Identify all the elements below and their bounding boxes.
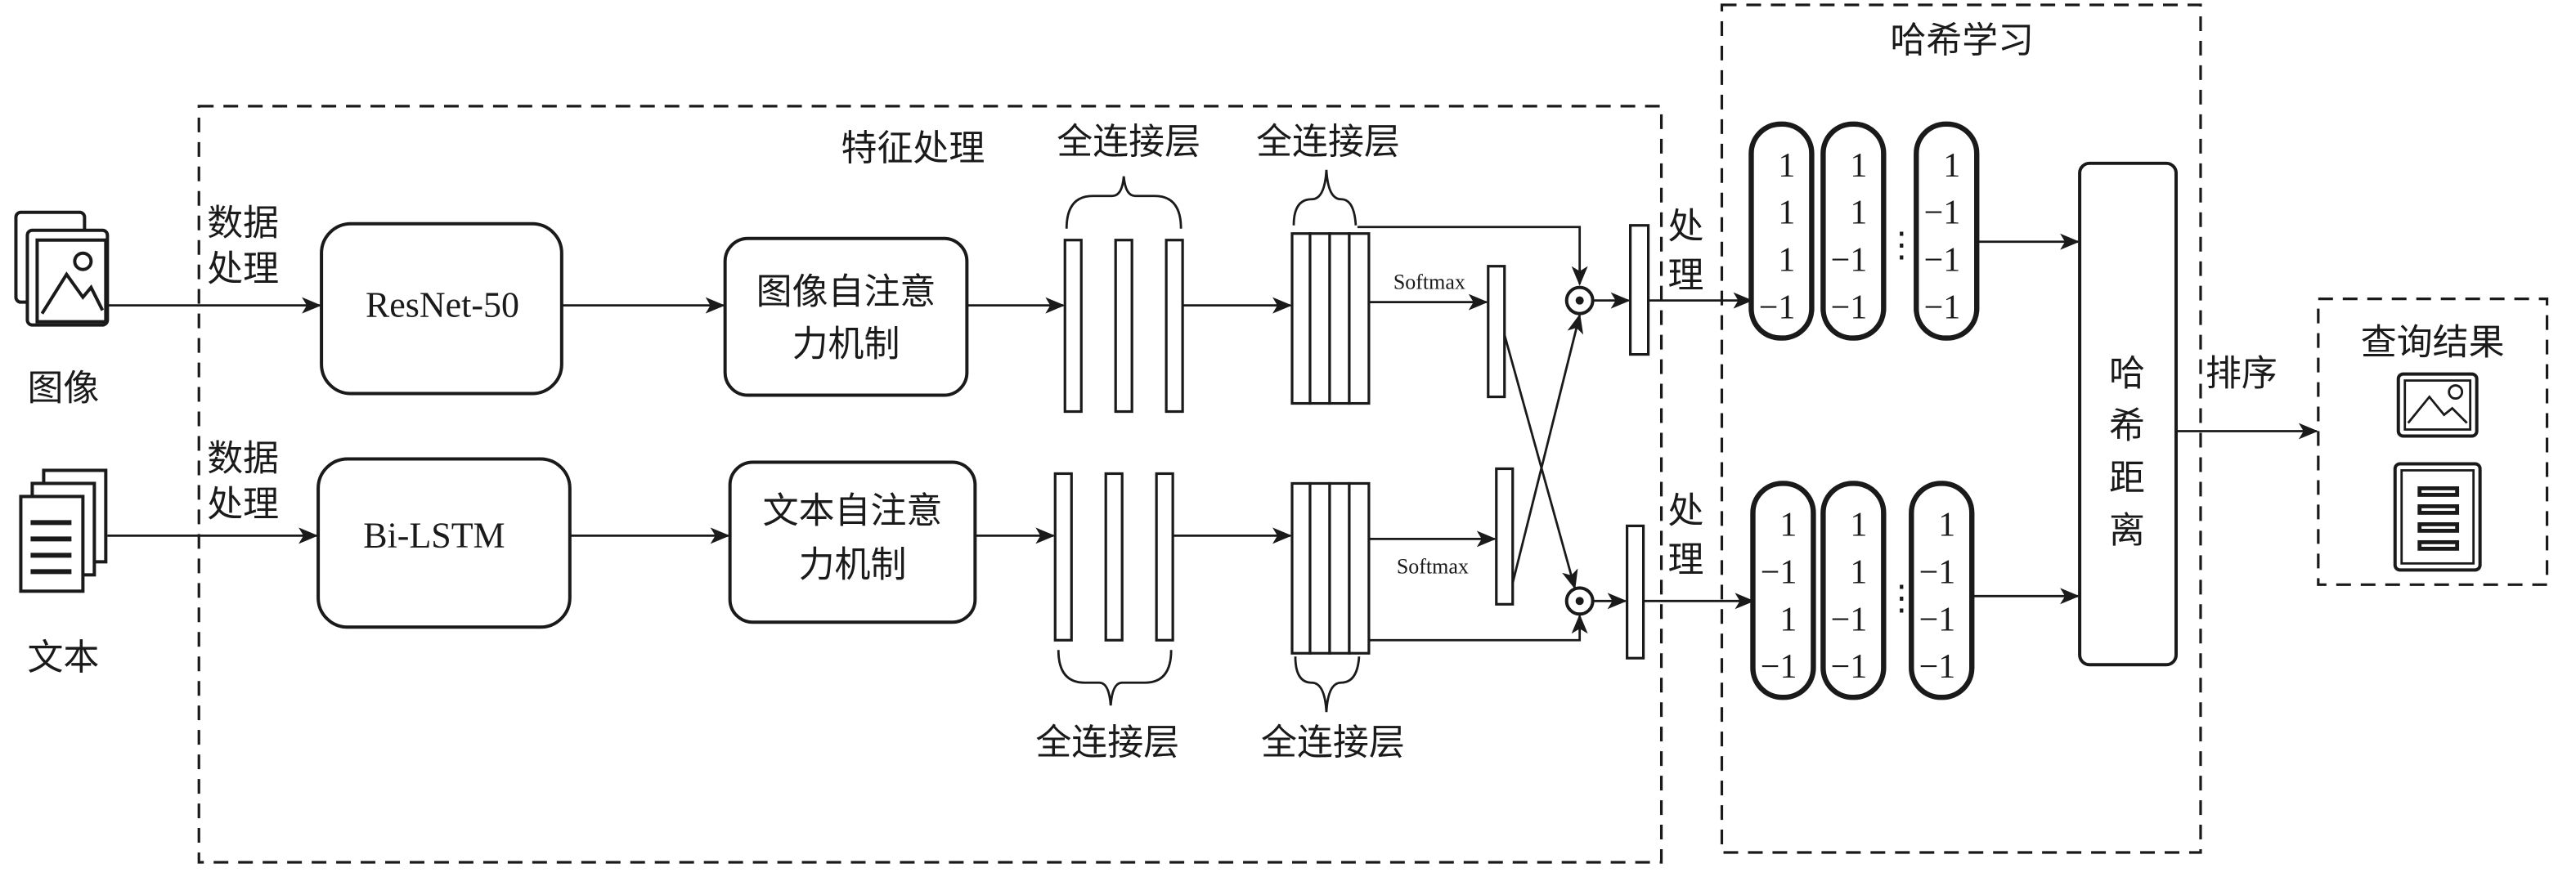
hash-title: 哈希学习	[1890, 20, 2034, 60]
hash-code-vector	[1820, 481, 1887, 700]
hash-bit: −1	[1924, 289, 1961, 327]
feature-title: 特征处理	[841, 128, 985, 168]
hash-bit: −1	[1831, 242, 1868, 280]
data-processing-label-top-2: 处理	[207, 249, 279, 289]
sort-label: 排序	[2206, 354, 2278, 394]
resnet-label: ResNet-50	[366, 285, 519, 325]
document-stack-icon	[19, 468, 108, 593]
process-label-bottom-1: 处	[1668, 490, 1704, 530]
softmax-output-image	[1487, 265, 1506, 399]
hash-bit: 1	[1779, 601, 1797, 638]
fc-label-bottom-2: 全连接层	[1261, 723, 1405, 763]
hamming-distance-block	[2078, 161, 2178, 667]
hash-codes-image: 1 1 1 −1 1 1 −1 −1 1 −1 −1 −1	[1748, 121, 1980, 341]
fc-layer-2-image	[1290, 169, 1371, 405]
hash-bit: 1	[1778, 195, 1795, 232]
elementwise-product-icon-top	[1564, 285, 1595, 315]
hash-code-vector	[1914, 121, 1980, 341]
hash-bit: 1	[1850, 147, 1867, 185]
hash-bit: −1	[1831, 648, 1868, 686]
image-attention-line2: 力机制	[792, 324, 900, 365]
hash-code-vector	[1750, 481, 1816, 700]
distance-char-1: 哈	[2109, 354, 2145, 394]
process-label-top-2: 理	[1668, 256, 1704, 296]
fc-layer-1-text	[1053, 472, 1174, 706]
result-image-icon	[2396, 372, 2479, 438]
text-input-label: 文本	[27, 638, 99, 678]
process-label-top-1: 处	[1668, 207, 1704, 247]
hash-bit: 1	[1850, 553, 1867, 591]
hash-bit: −1	[1919, 601, 1956, 638]
hash-bit: 1	[1850, 195, 1867, 232]
hash-bit: 1	[1850, 506, 1867, 544]
hash-bit: −1	[1831, 289, 1868, 327]
image-self-attention-block	[723, 236, 969, 397]
fused-feature-image	[1629, 224, 1650, 356]
bilstm-label: Bi-LSTM	[363, 515, 505, 555]
image-stack-icon	[14, 210, 110, 327]
elementwise-product-icon-bottom	[1564, 586, 1595, 616]
hash-bit: 1	[1938, 506, 1955, 544]
hash-code-vector	[1909, 481, 1975, 700]
hash-bit: 1	[1778, 242, 1795, 280]
hash-bit: −1	[1761, 553, 1797, 591]
distance-char-3: 距	[2109, 458, 2145, 498]
distance-char-2: 希	[2109, 406, 2145, 446]
hash-codes-text: 1 −1 1 −1 1 1 −1 −1 1 −1 −1 −1	[1750, 481, 1975, 700]
softmax-label-top: Softmax	[1393, 271, 1465, 294]
feature-processing-region	[197, 105, 1663, 864]
image-attention-line1: 图像自注意	[756, 272, 936, 312]
hash-bit: −1	[1919, 553, 1956, 591]
hash-bit: −1	[1759, 289, 1796, 327]
hash-bit: 1	[1778, 147, 1795, 185]
result-document-icon	[2393, 462, 2482, 572]
fc-layer-2-text	[1290, 481, 1371, 713]
data-processing-label-bottom-2: 处理	[207, 484, 279, 524]
resnet-block	[320, 221, 563, 396]
softmax-output-text	[1495, 467, 1515, 606]
hash-bit: −1	[1831, 601, 1868, 638]
hash-bit: −1	[1924, 195, 1961, 232]
image-input-label: 图像	[27, 369, 99, 409]
hash-code-vector	[1820, 121, 1887, 341]
hash-bit: −1	[1924, 242, 1961, 280]
ellipsis-bottom: ⋮	[1884, 579, 1919, 617]
hash-bit: −1	[1919, 648, 1956, 686]
hash-bit: 1	[1779, 506, 1797, 544]
softmax-label-bottom: Softmax	[1397, 554, 1469, 578]
fused-feature-text	[1626, 524, 1645, 660]
fc-label-bottom-1: 全连接层	[1035, 723, 1179, 763]
process-label-bottom-2: 理	[1668, 539, 1704, 579]
text-attention-line1: 文本自注意	[763, 490, 943, 530]
text-attention-line2: 力机制	[799, 544, 907, 584]
hash-code-vector	[1748, 121, 1815, 341]
query-results-region	[2317, 298, 2549, 586]
distance-char-4: 离	[2109, 510, 2145, 550]
data-processing-label-top-1: 数据	[207, 204, 279, 244]
hash-bit: −1	[1761, 648, 1797, 686]
fc-label-top-1: 全连接层	[1057, 122, 1200, 162]
text-self-attention-block	[728, 460, 977, 624]
results-title: 查询结果	[2361, 323, 2505, 363]
fc-label-top-2: 全连接层	[1256, 122, 1400, 162]
hash-bit: 1	[1943, 147, 1960, 185]
bilstm-block	[316, 457, 572, 629]
data-processing-label-bottom-1: 数据	[207, 438, 279, 478]
ellipsis-top: ⋮	[1884, 227, 1919, 265]
fc-layer-1-image	[1063, 176, 1184, 414]
